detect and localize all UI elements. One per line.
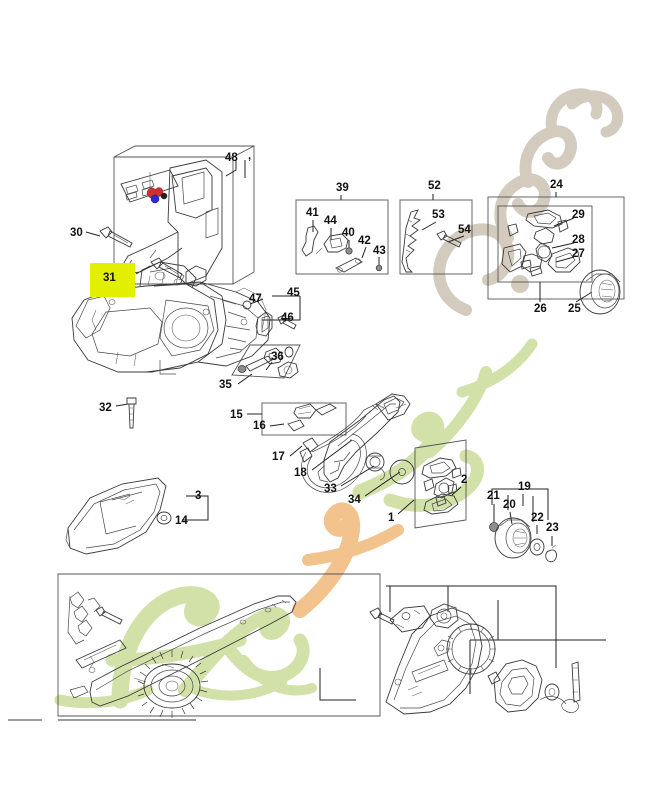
callout-24: 24 bbox=[550, 179, 563, 191]
callout-30: 30 bbox=[70, 227, 83, 239]
callout-20: 20 bbox=[503, 499, 516, 511]
callout-27: 27 bbox=[572, 248, 585, 260]
callout-46: 46 bbox=[281, 312, 294, 324]
callout-15: 15 bbox=[230, 409, 243, 421]
chain-brake-cover-assembly bbox=[369, 603, 581, 715]
callout-28: 28 bbox=[572, 234, 585, 246]
screw-32 bbox=[126, 397, 137, 429]
callout-48: 48 bbox=[225, 152, 238, 164]
side-cover-3 bbox=[65, 477, 172, 555]
callout-2: 2 bbox=[461, 474, 468, 486]
guide-bar-and-chain bbox=[67, 591, 297, 718]
callout-53: 53 bbox=[432, 209, 445, 221]
part-handle-assembly bbox=[120, 159, 223, 287]
callout-52: 52 bbox=[428, 180, 441, 192]
group-19-23-drum bbox=[489, 517, 557, 563]
group-1-2-clutch bbox=[421, 457, 462, 515]
group-39-parts bbox=[301, 225, 383, 273]
callout-33: 33 bbox=[324, 483, 337, 495]
warning-sticker-color bbox=[146, 187, 168, 204]
clutch-drum-25 bbox=[579, 269, 621, 315]
callout-1: 1 bbox=[388, 512, 395, 524]
callout-25: 25 bbox=[568, 303, 581, 315]
callout-36: 36 bbox=[271, 351, 284, 363]
callout-40: 40 bbox=[342, 227, 355, 239]
watermark-script bbox=[54, 338, 538, 709]
callout-34: 34 bbox=[348, 494, 361, 506]
callout-32: 32 bbox=[99, 402, 112, 414]
group-45-parts bbox=[242, 300, 297, 337]
part-34-washer bbox=[389, 459, 415, 485]
rear-handle-part bbox=[317, 393, 411, 483]
group-15-16-parts bbox=[287, 403, 337, 432]
callout-18: 18 bbox=[294, 467, 307, 479]
callout-42: 42 bbox=[358, 235, 371, 247]
screw-30 bbox=[99, 226, 133, 248]
callout-54: 54 bbox=[458, 224, 471, 236]
callout-31: 31 bbox=[103, 272, 116, 284]
callout-43: 43 bbox=[373, 245, 386, 257]
ignition-harness-17-18 bbox=[299, 403, 385, 493]
highlight-box-part-31 bbox=[90, 263, 135, 297]
callout-48-comma: , bbox=[248, 150, 252, 162]
callout-29: 29 bbox=[572, 209, 585, 221]
callout-21: 21 bbox=[487, 490, 500, 502]
engine-crankcase-assembly bbox=[71, 261, 271, 375]
callout-26: 26 bbox=[534, 303, 547, 315]
callout-16: 16 bbox=[253, 420, 266, 432]
watermark-domain bbox=[433, 88, 624, 316]
callout-39: 39 bbox=[336, 182, 349, 194]
callout-23: 23 bbox=[546, 522, 559, 534]
callout-44: 44 bbox=[324, 215, 337, 227]
callout-19: 19 bbox=[518, 481, 531, 493]
callout-17: 17 bbox=[272, 451, 285, 463]
callout-47: 47 bbox=[249, 293, 262, 305]
callout-22: 22 bbox=[531, 512, 544, 524]
callout-45: 45 bbox=[287, 287, 300, 299]
callout-3: 3 bbox=[195, 490, 202, 502]
leader-lines bbox=[85, 160, 593, 546]
part-33-oil-pump bbox=[365, 452, 385, 481]
group-35-36-parts bbox=[237, 346, 299, 379]
callout-14: 14 bbox=[175, 515, 188, 527]
callout-41: 41 bbox=[306, 207, 319, 219]
callout-35: 35 bbox=[219, 379, 232, 391]
screw-31 bbox=[150, 257, 183, 279]
group-26-clutch-parts bbox=[501, 209, 581, 277]
group-52-parts bbox=[401, 209, 462, 273]
